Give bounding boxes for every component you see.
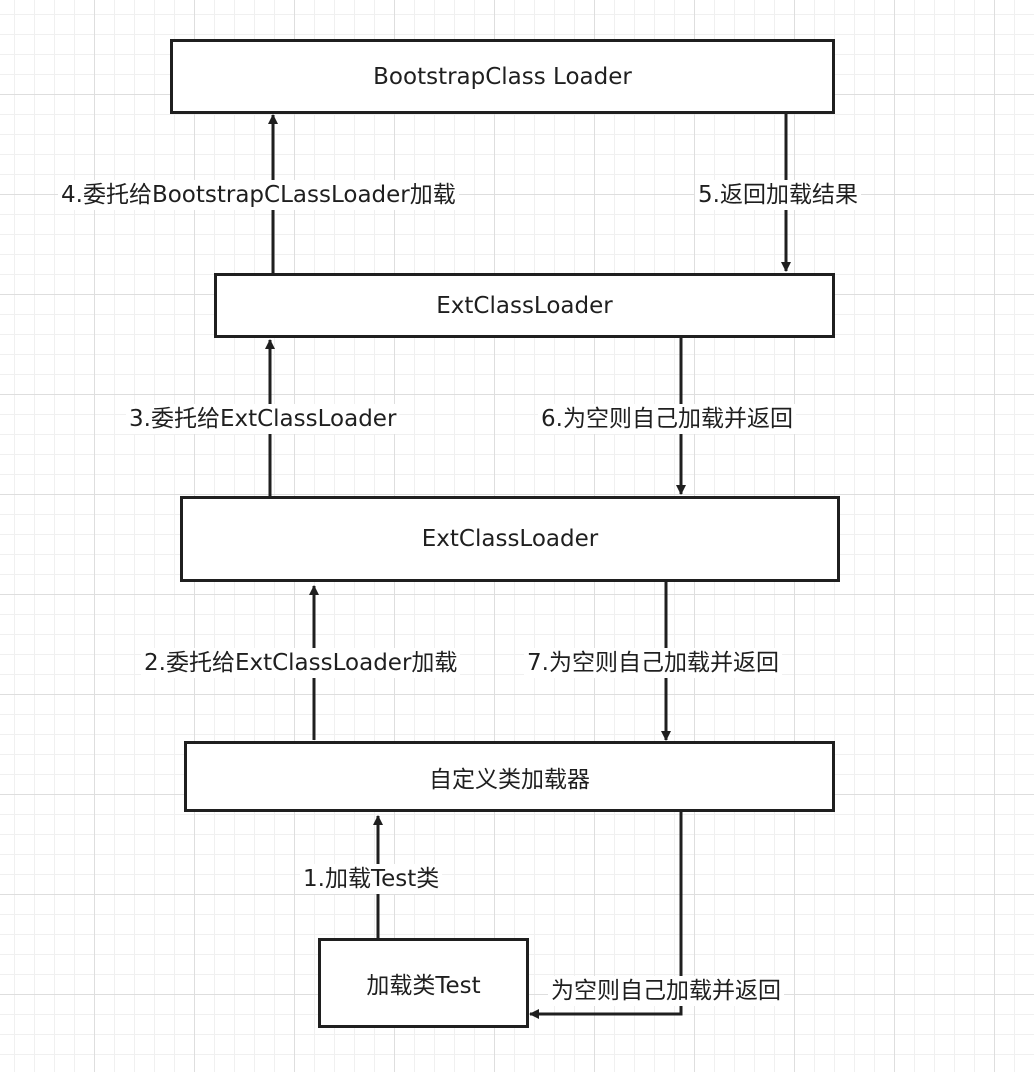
step5-label: 5.返回加载结果 xyxy=(695,180,861,210)
bootstrap-class-loader-box: BootstrapClass Loader xyxy=(170,39,835,114)
step3-label: 3.委托给ExtClassLoader xyxy=(126,404,400,434)
step1-label: 1.加载Test类 xyxy=(300,864,443,894)
load-test-class-box: 加载类Test xyxy=(318,938,529,1028)
ext-class-loader-top-label: ExtClassLoader xyxy=(436,292,613,319)
custom-class-loader-box: 自定义类加载器 xyxy=(184,741,835,812)
load-test-class-label: 加载类Test xyxy=(366,973,481,999)
custom-class-loader-label: 自定义类加载器 xyxy=(429,766,590,793)
arrow-step8 xyxy=(529,812,683,1019)
step6-label: 6.为空则自己加载并返回 xyxy=(538,404,796,434)
ext-class-loader-middle-box: ExtClassLoader xyxy=(180,496,840,582)
step7-label: 7.为空则自己加载并返回 xyxy=(524,648,782,678)
bootstrap-class-loader-label: BootstrapClass Loader xyxy=(373,63,632,90)
step2-label: 2.委托给ExtClassLoader加载 xyxy=(141,648,461,678)
step8-label: 为空则自己加载并返回 xyxy=(548,976,784,1006)
ext-class-loader-middle-label: ExtClassLoader xyxy=(421,526,599,552)
step4-label: 4.委托给BootstrapCLassLoader加载 xyxy=(58,180,459,210)
ext-class-loader-top-box: ExtClassLoader xyxy=(214,273,835,338)
